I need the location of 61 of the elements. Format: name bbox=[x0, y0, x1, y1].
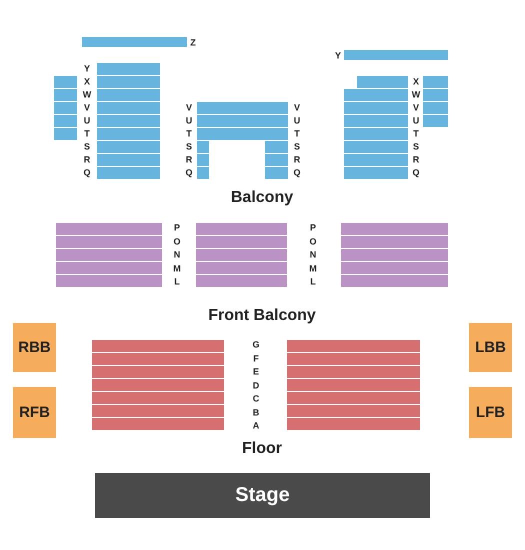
row-label: X bbox=[413, 78, 419, 86]
row-label: T bbox=[294, 130, 300, 138]
row-label: N bbox=[174, 250, 180, 260]
row-label: G bbox=[252, 340, 260, 350]
area-label: Stage bbox=[235, 484, 290, 507]
row-label: T bbox=[413, 130, 419, 138]
row-label: Y bbox=[84, 64, 90, 74]
row-label: V bbox=[294, 104, 300, 112]
row-label: E bbox=[253, 368, 259, 376]
row-label: R bbox=[84, 156, 90, 164]
row-label: Q bbox=[412, 168, 420, 178]
seating-area-box bbox=[13, 323, 56, 372]
section-label: Floor bbox=[242, 441, 282, 457]
row-label: V bbox=[84, 104, 90, 112]
row-label: U bbox=[294, 116, 300, 126]
section-label: Balcony bbox=[230, 190, 294, 206]
row-label: V bbox=[413, 104, 419, 112]
row-label: W bbox=[412, 90, 420, 100]
section-label: Front Balcony bbox=[208, 308, 316, 324]
row-label: R bbox=[294, 156, 300, 164]
row-label: U bbox=[84, 116, 90, 126]
area-label: RBB bbox=[18, 339, 51, 356]
row-label: R bbox=[412, 156, 420, 164]
row-label: B bbox=[252, 408, 260, 417]
row-label: D bbox=[252, 381, 260, 390]
area-label: LBB bbox=[475, 339, 506, 356]
row-label: S bbox=[186, 142, 192, 152]
row-label: A bbox=[252, 422, 260, 430]
row-label: Y bbox=[335, 52, 341, 60]
row-label: Q bbox=[294, 168, 300, 178]
row-label: Q bbox=[186, 168, 192, 178]
area-label: LFB bbox=[476, 404, 506, 421]
row-label: C bbox=[252, 394, 260, 404]
row-label: L bbox=[310, 278, 316, 286]
row-label: O bbox=[174, 237, 180, 246]
seating-area-box bbox=[469, 323, 512, 372]
stage-box bbox=[95, 473, 430, 518]
row-label: U bbox=[412, 116, 420, 126]
row-label: V bbox=[186, 104, 192, 112]
row-label: N bbox=[310, 250, 316, 260]
row-label: X bbox=[84, 78, 90, 86]
seating-area-box bbox=[469, 387, 512, 438]
row-label: M bbox=[309, 264, 317, 273]
row-label: Q bbox=[84, 168, 90, 178]
row-label: T bbox=[84, 130, 90, 138]
row-label: O bbox=[310, 237, 316, 246]
row-label: U bbox=[186, 116, 192, 126]
row-label: L bbox=[174, 278, 180, 286]
row-label: S bbox=[294, 142, 300, 152]
seating-area-box bbox=[13, 387, 56, 438]
row-label: F bbox=[253, 354, 259, 363]
row-label: R bbox=[186, 156, 192, 164]
row-label: S bbox=[413, 142, 419, 152]
row-label: Z bbox=[190, 38, 196, 48]
row-label: S bbox=[84, 142, 90, 152]
row-label: M bbox=[173, 264, 181, 273]
row-label: W bbox=[82, 90, 92, 100]
area-label: RFB bbox=[19, 404, 50, 421]
row-label: P bbox=[310, 224, 316, 232]
row-label: P bbox=[174, 224, 180, 232]
row-label: T bbox=[186, 130, 192, 138]
